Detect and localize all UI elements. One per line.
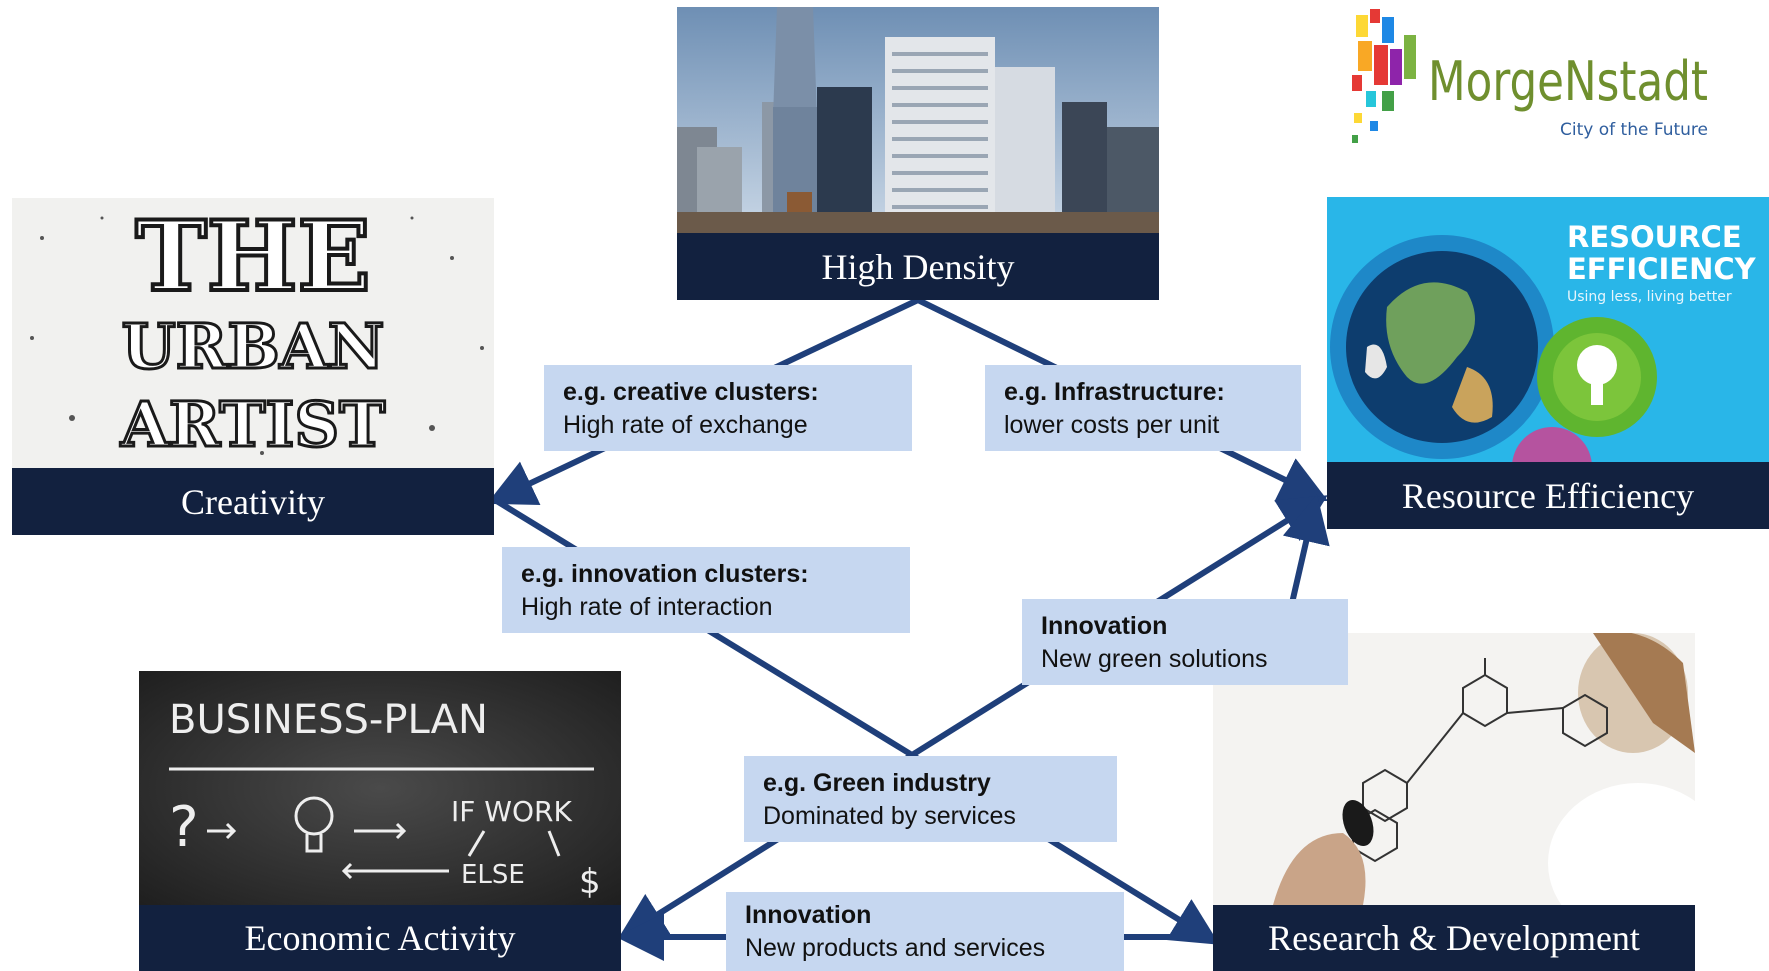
globe-gear-icon	[1330, 235, 1554, 459]
node-label: Economic Activity	[139, 905, 621, 971]
node-research-development: Research & Development	[1213, 633, 1695, 971]
resource-efficiency-image: RESOURCE EFFICIENCY Using less, living b…	[1327, 197, 1769, 462]
business-plan-title: BUSINESS-PLAN	[169, 697, 488, 743]
morgenstadt-logo: MorgeNstadt City of the Future	[1348, 5, 1728, 155]
edge-label-innovation-green: Innovation New green solutions	[1022, 599, 1348, 685]
edge-label-bold: e.g. innovation clusters:	[521, 560, 809, 588]
node-creativity: THE URBAN ARTIST Creativity	[12, 198, 494, 535]
edge-label-bold: e.g. Infrastructure:	[1004, 378, 1225, 406]
edge-label-text: New green solutions	[1041, 645, 1268, 673]
edge-label-text: lower costs per unit	[1004, 411, 1220, 439]
edge-label-bold: Innovation	[745, 901, 872, 929]
edge-label-infrastructure: e.g. Infrastructure: lower costs per uni…	[985, 365, 1301, 451]
edge-label-innovation-clusters: e.g. innovation clusters: High rate of i…	[502, 547, 910, 633]
resource-title-2: EFFICIENCY	[1567, 252, 1757, 286]
artist-line-2: URBAN	[122, 310, 385, 383]
resource-subtitle: Using less, living better	[1567, 289, 1732, 305]
skyline-image	[677, 7, 1159, 233]
artist-line-1: THE	[135, 200, 370, 313]
if-work-text: IF WORK	[451, 795, 572, 828]
resource-title-1: RESOURCE	[1567, 220, 1742, 254]
edge-label-text: High rate of exchange	[563, 411, 808, 439]
node-economic-activity: BUSINESS-PLAN ? IF WORK ELSE $ Economic …	[139, 671, 621, 971]
tree-gear-icon	[1537, 317, 1657, 437]
edge-label-green-industry: e.g. Green industry Dominated by service…	[744, 756, 1117, 842]
edge-label-creative-clusters: e.g. creative clusters: High rate of exc…	[544, 365, 912, 451]
node-high-density: High Density	[677, 7, 1159, 300]
business-plan-image: BUSINESS-PLAN ? IF WORK ELSE $	[139, 671, 621, 905]
node-label: Research & Development	[1213, 905, 1695, 971]
else-text: ELSE	[461, 860, 525, 890]
edge-label-bold: e.g. creative clusters:	[563, 378, 819, 406]
node-label: High Density	[677, 233, 1159, 300]
dollar-text: $	[579, 862, 601, 902]
edge-label-text: High rate of interaction	[521, 593, 773, 621]
logo-wordmark: MorgeNstadt	[1428, 50, 1708, 113]
logo-tagline: City of the Future	[1560, 120, 1708, 140]
lightbulb-icon	[294, 796, 334, 836]
edge-label-text: New products and services	[745, 934, 1046, 962]
urban-artist-image: THE URBAN ARTIST	[12, 198, 494, 468]
edge-label-text: Dominated by services	[763, 802, 1016, 830]
artist-line-3: ARTIST	[120, 388, 386, 461]
edge-label-bold: e.g. Green industry	[763, 769, 991, 797]
edge-label-bold: Innovation	[1041, 612, 1168, 640]
edge-label-innovation-products: Innovation New products and services	[726, 892, 1124, 971]
node-label: Creativity	[12, 468, 494, 535]
node-label: Resource Efficiency	[1327, 462, 1769, 529]
research-image	[1213, 633, 1695, 905]
svg-text:?: ?	[169, 795, 199, 860]
node-resource-efficiency: RESOURCE EFFICIENCY Using less, living b…	[1327, 197, 1769, 529]
